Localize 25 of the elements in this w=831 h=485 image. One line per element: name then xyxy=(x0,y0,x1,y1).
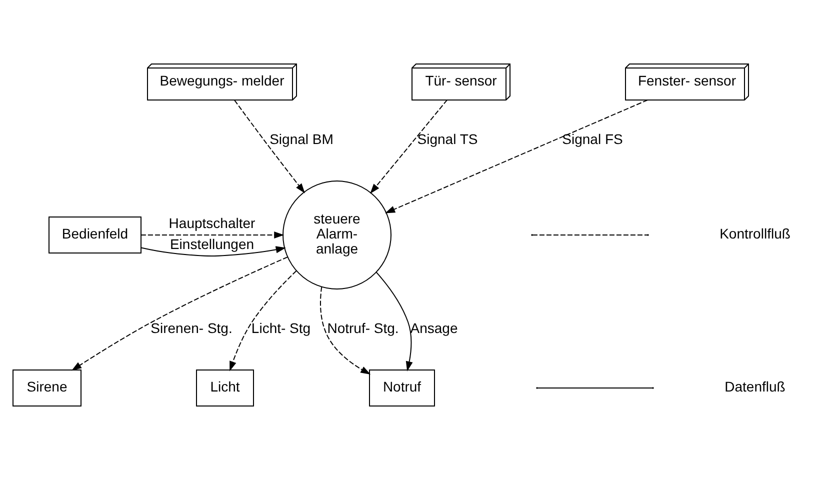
edge-label: Einstellungen xyxy=(169,236,254,252)
arrow xyxy=(140,231,284,238)
edge-label: Signal FS xyxy=(562,130,622,147)
node-box: Bedienfeld xyxy=(48,216,141,253)
arrow xyxy=(229,270,296,371)
node-box: Sirene xyxy=(12,369,81,406)
node-box: Notruf xyxy=(368,369,434,406)
node-circle: steuere Alarm- anlage xyxy=(282,180,391,289)
arrow xyxy=(370,99,448,194)
node-box: Licht xyxy=(196,369,254,406)
arrow xyxy=(71,256,288,370)
edge-label: Hauptschalter xyxy=(168,214,255,231)
arrow xyxy=(319,286,370,374)
edge-label: Ansage xyxy=(410,320,458,336)
arrow xyxy=(140,246,286,256)
legend-label: Kontrollfluß xyxy=(719,225,790,242)
edge-label: Notruf- Stg. xyxy=(326,320,398,336)
edge-label: Licht- Stg xyxy=(250,320,310,336)
arrow xyxy=(375,271,412,371)
arrow xyxy=(234,99,304,193)
edge-label: Sirenen- Stg. xyxy=(150,320,232,336)
arrow xyxy=(384,99,648,213)
legend-label: Datenfluß xyxy=(724,378,785,394)
edge-label: Signal TS xyxy=(416,130,478,147)
edge-label: Signal BM xyxy=(269,130,333,147)
